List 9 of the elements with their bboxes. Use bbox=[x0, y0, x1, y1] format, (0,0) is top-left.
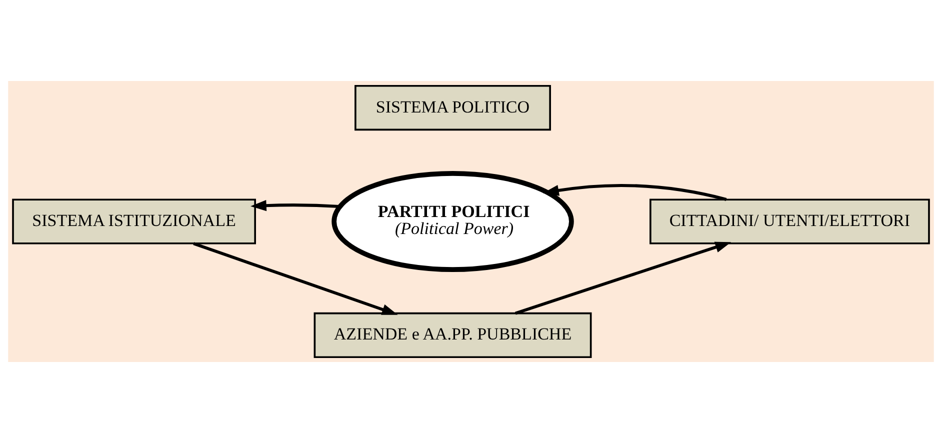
arrow bbox=[514, 242, 732, 315]
arrow bbox=[193, 242, 398, 315]
node-box: SISTEMA ISTITUZIONALE bbox=[12, 198, 256, 244]
arrow bbox=[250, 200, 340, 212]
node-box: SISTEMA POLITICO bbox=[354, 84, 551, 131]
node-box: CITTADINI/ UTENTI/ELETTORI bbox=[650, 198, 930, 244]
node-ellipse: PARTITI POLITICI (Political Power) bbox=[332, 171, 574, 272]
arrow bbox=[543, 184, 727, 201]
node-box: AZIENDE e AA.PP. PUBBLICHE bbox=[314, 312, 592, 358]
